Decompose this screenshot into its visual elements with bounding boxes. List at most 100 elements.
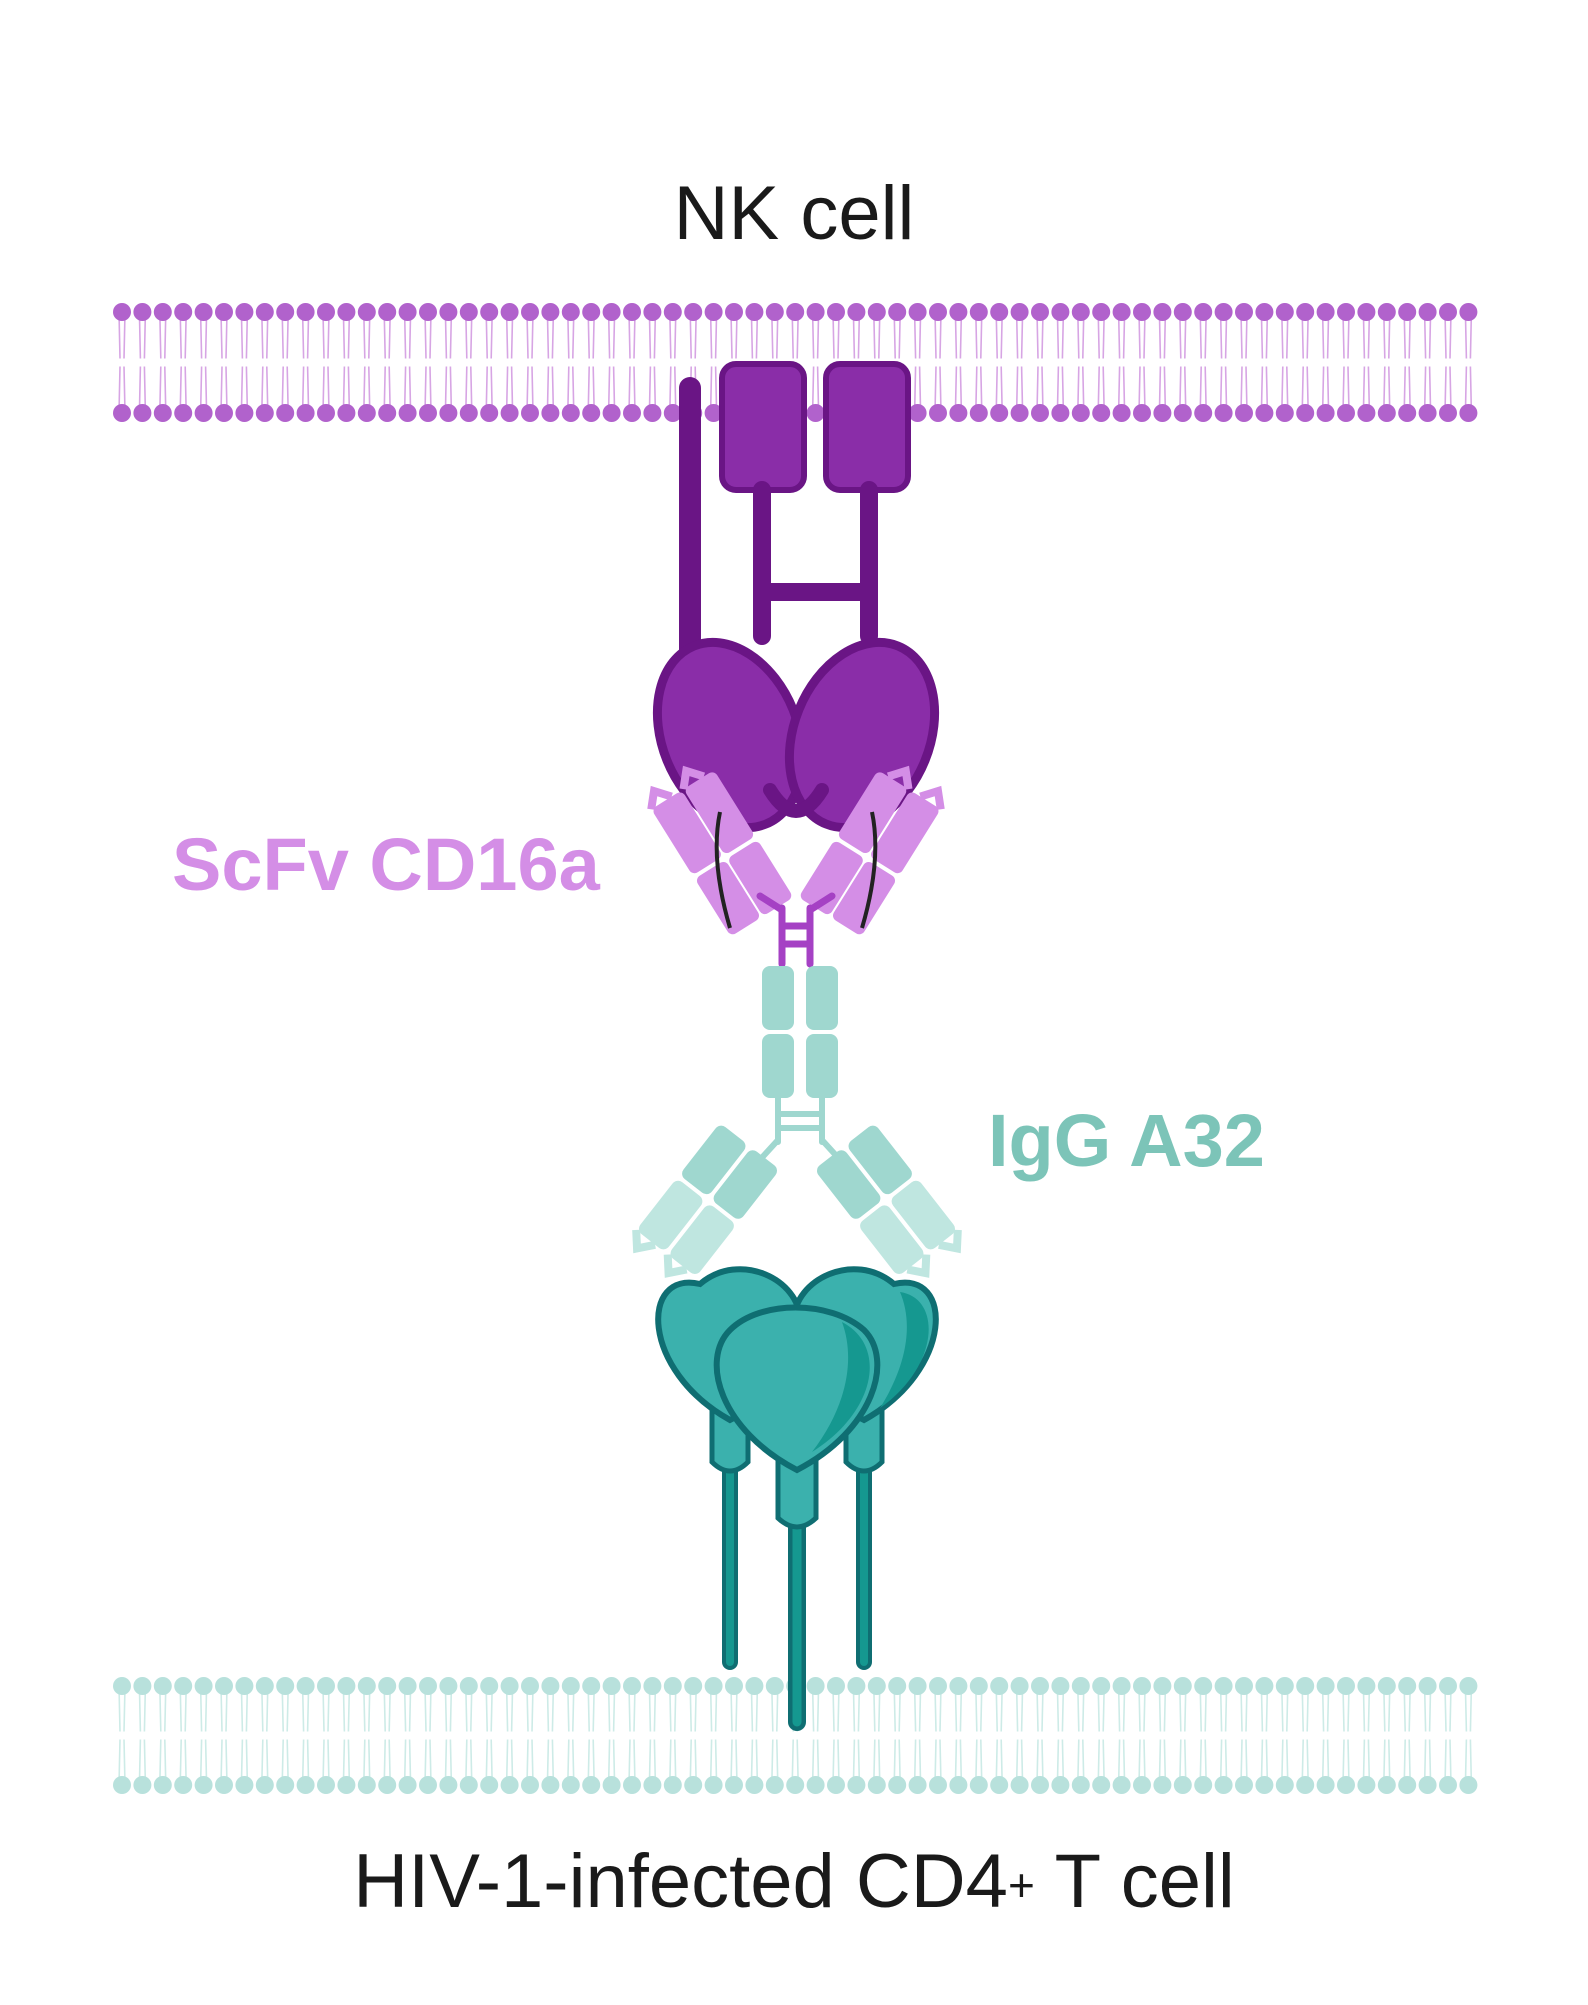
- lipid-tail: [342, 1685, 351, 1786]
- lipid-head: [419, 1776, 437, 1794]
- lipid-head: [949, 404, 968, 422]
- lipid-head: [1459, 1776, 1478, 1794]
- lipid-head: [1031, 1677, 1049, 1695]
- lipid-tail: [709, 311, 718, 414]
- lipid-head: [541, 1776, 560, 1794]
- lipid-head: [765, 1776, 784, 1794]
- lipid-head: [561, 404, 580, 422]
- lipid-tail: [975, 1685, 983, 1786]
- lipid-head: [765, 303, 784, 321]
- lipid-tail: [995, 311, 1003, 414]
- lipid-head: [500, 1776, 519, 1794]
- lipid-tail: [1056, 1685, 1065, 1786]
- lipid-head: [1010, 404, 1029, 422]
- lipid-head: [684, 1776, 703, 1794]
- lipid-tail: [975, 311, 983, 414]
- lipid-head: [521, 1776, 539, 1794]
- lipid-head: [500, 404, 519, 422]
- lipid-tail: [546, 311, 555, 414]
- lipid-head: [521, 303, 539, 321]
- lipid-tail: [567, 1685, 575, 1786]
- lipid-tail: [1383, 311, 1391, 414]
- lipid-tail: [301, 1685, 310, 1786]
- lipid-tail: [1199, 1685, 1207, 1786]
- lipid-head: [317, 303, 335, 321]
- lipid-head: [174, 1677, 193, 1695]
- lipid-tail: [832, 1685, 840, 1786]
- lipid-tail: [1464, 1685, 1473, 1786]
- lipid-head: [725, 303, 743, 321]
- lipid-tail: [465, 311, 473, 414]
- lipid-tail: [1158, 1685, 1167, 1786]
- lipid-head: [1010, 1776, 1029, 1794]
- lipid-head: [1153, 1677, 1172, 1695]
- lipid-head: [480, 404, 499, 422]
- lipid-head: [317, 1677, 335, 1695]
- lipid-head: [1377, 1677, 1396, 1695]
- lipid-tail: [771, 311, 779, 414]
- lipid-head: [459, 404, 478, 422]
- lipid-tail: [485, 311, 493, 414]
- scfv-cd16a-label: ScFv CD16a: [172, 823, 600, 906]
- lipid-head: [1112, 303, 1131, 321]
- lipid-head: [255, 303, 274, 321]
- lipid-head: [1337, 404, 1355, 422]
- lipid-head: [1173, 1776, 1192, 1794]
- lipid-head: [235, 404, 254, 422]
- lipid-tail: [363, 311, 371, 414]
- lipid-head: [969, 1776, 988, 1794]
- lipid-tail: [383, 311, 391, 414]
- lipid-tail: [893, 311, 901, 414]
- lipid-head: [725, 1677, 743, 1695]
- lipid-head: [153, 404, 172, 422]
- lipid-head: [908, 1677, 927, 1695]
- lipid-head: [969, 303, 988, 321]
- lipid-tail: [301, 311, 310, 414]
- lipid-head: [1010, 1677, 1029, 1695]
- lipid-head: [215, 303, 233, 321]
- lipid-head: [867, 1677, 886, 1695]
- lipid-tail: [118, 1685, 126, 1786]
- lipid-tail: [1403, 1685, 1411, 1786]
- lipid-tail: [424, 1685, 432, 1786]
- lipid-tail: [1240, 311, 1248, 414]
- lipid-head: [521, 404, 539, 422]
- lipid-head: [1153, 1776, 1172, 1794]
- igg-fc-ch2-left: [762, 966, 794, 1030]
- lipid-head: [929, 303, 947, 321]
- lipid-head: [1051, 1677, 1070, 1695]
- lipid-head: [296, 1776, 315, 1794]
- lipid-head: [133, 404, 152, 422]
- lipid-tail: [607, 1685, 616, 1786]
- lipid-tail: [1117, 1685, 1126, 1786]
- lipid-tail: [383, 1685, 391, 1786]
- lipid-head: [276, 1677, 295, 1695]
- lipid-head: [337, 1776, 356, 1794]
- lipid-tail: [628, 311, 636, 414]
- lipid-tail: [607, 311, 616, 414]
- lipid-head: [643, 404, 662, 422]
- lipid-tail: [771, 1685, 779, 1786]
- lipid-head: [296, 303, 315, 321]
- lipid-head: [1092, 303, 1111, 321]
- lipid-head: [133, 303, 152, 321]
- lipid-tail: [1444, 311, 1452, 414]
- lipid-head: [255, 1677, 274, 1695]
- lipid-head: [786, 303, 805, 321]
- lipid-head: [357, 303, 376, 321]
- lipid-tail: [648, 311, 657, 414]
- lipid-head: [541, 1677, 560, 1695]
- lipid-tail: [913, 311, 922, 414]
- lipid-head: [296, 404, 315, 422]
- lipid-head: [602, 1776, 621, 1794]
- nk-membrane-lipid-heads: [113, 303, 1478, 422]
- igg-a32-antibody: [632, 966, 962, 1278]
- lipid-tail: [1097, 1685, 1105, 1786]
- lipid-head: [1296, 1776, 1315, 1794]
- lipid-tail: [159, 1685, 167, 1786]
- lipid-tail: [689, 311, 697, 414]
- lipid-tail: [526, 311, 534, 414]
- lipid-head: [1275, 404, 1294, 422]
- receptor-domain-right: [784, 637, 940, 833]
- lipid-tail: [873, 1685, 881, 1786]
